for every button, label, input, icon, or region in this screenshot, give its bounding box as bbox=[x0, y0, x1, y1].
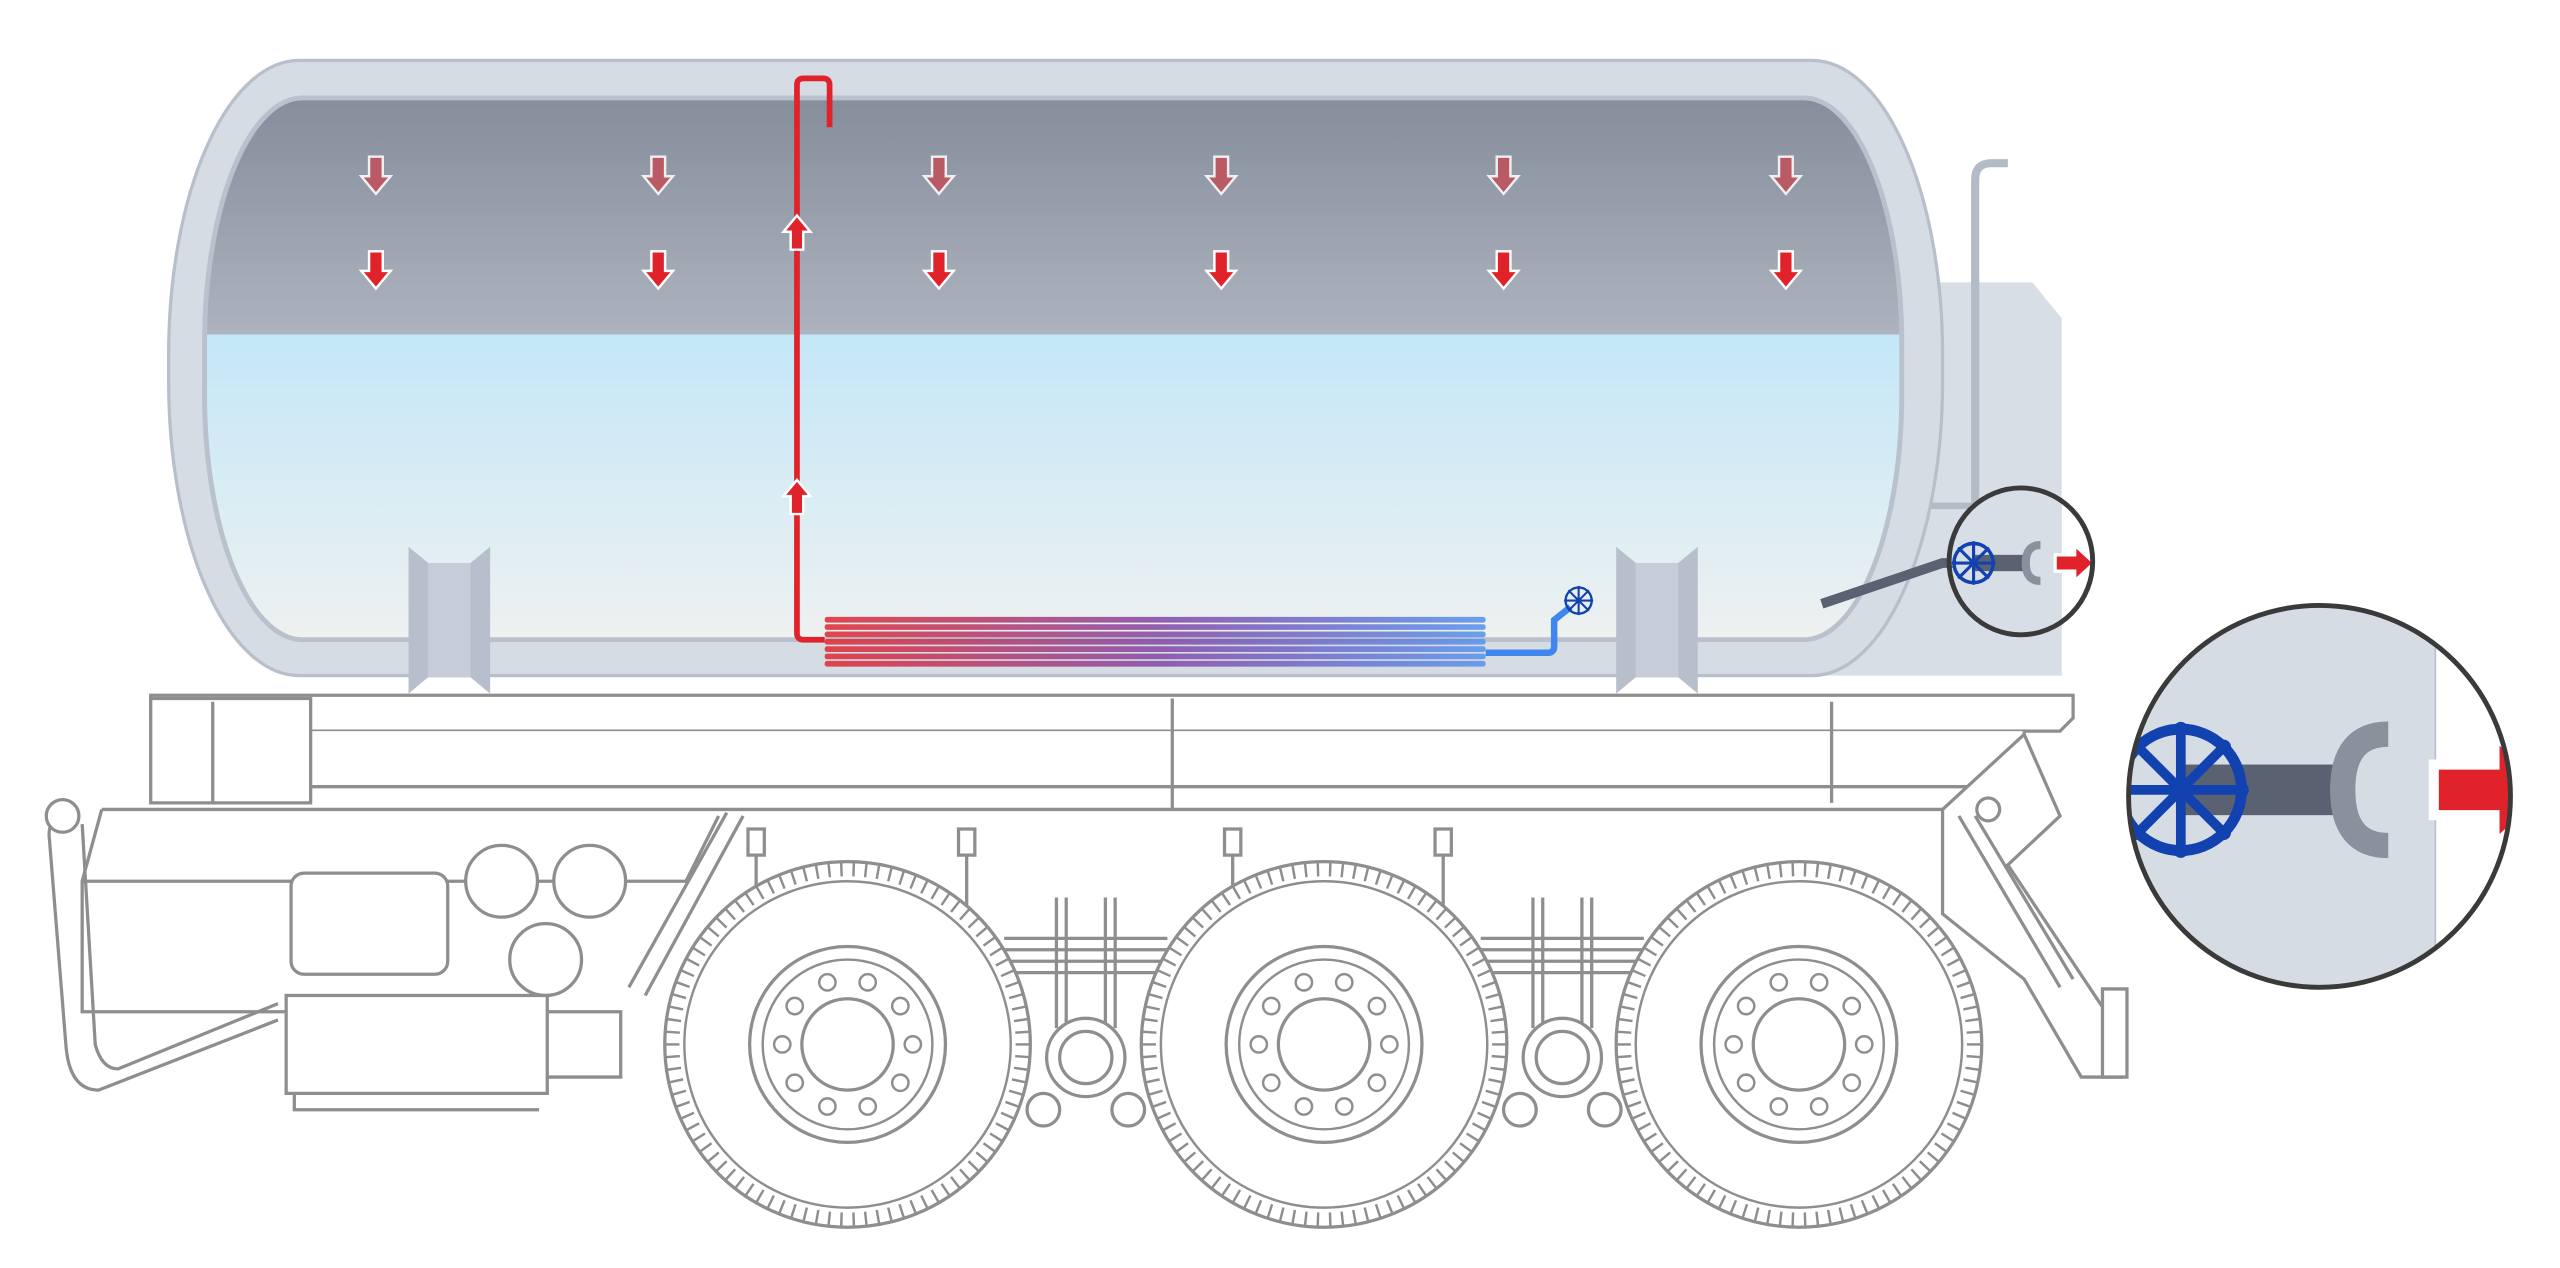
flow-up-arrow-icon bbox=[780, 213, 814, 251]
vapor-space bbox=[204, 97, 1902, 335]
pressure-arrow-icon bbox=[1486, 155, 1521, 196]
lug-nut bbox=[903, 1035, 923, 1054]
lug-nut bbox=[785, 996, 805, 1016]
valve-handwheel-icon bbox=[1951, 541, 1996, 585]
leaf-spring bbox=[1480, 897, 1644, 1128]
pressure-arrow-icon bbox=[640, 250, 676, 291]
outlet-pipe bbox=[1973, 554, 2026, 572]
pressure-arrow-icon bbox=[1486, 250, 1521, 291]
saddle-front bbox=[408, 546, 491, 694]
return-pipe bbox=[1485, 604, 1573, 657]
coil-tube bbox=[824, 616, 1486, 623]
valve-handwheel-icon bbox=[1564, 585, 1594, 616]
hub bbox=[1751, 997, 1847, 1092]
lug-nut bbox=[1367, 1073, 1387, 1093]
coil-tube bbox=[824, 660, 1486, 667]
lug-nut bbox=[858, 972, 878, 992]
valve-handwheel-icon bbox=[1564, 585, 1594, 616]
hub bbox=[1276, 997, 1372, 1092]
pressure-arrow-icon bbox=[1203, 155, 1239, 196]
pressure-arrow-icon bbox=[1203, 250, 1239, 291]
coil-tube bbox=[824, 646, 1486, 652]
lug-nut bbox=[1769, 972, 1789, 992]
lug-nut bbox=[1736, 1073, 1756, 1093]
saddle-rear bbox=[1616, 546, 1698, 694]
pressure-arrow-icon bbox=[640, 155, 676, 196]
heating-coil bbox=[824, 616, 1486, 667]
wheel bbox=[1139, 860, 1509, 1229]
lug-nut bbox=[1379, 1035, 1399, 1054]
lug-nut bbox=[1809, 972, 1829, 992]
pressure-arrow-icon bbox=[921, 250, 957, 291]
lug-nut bbox=[817, 1097, 837, 1116]
lug-nut bbox=[1249, 1035, 1269, 1054]
pressure-arrow-icon bbox=[358, 250, 394, 291]
flow-up-arrow-icon bbox=[780, 478, 814, 516]
lug-nut bbox=[1294, 972, 1314, 992]
lug-nut bbox=[890, 996, 910, 1016]
outlet-flow-arrow-icon bbox=[2053, 541, 2093, 585]
lug-nut bbox=[1367, 996, 1387, 1016]
outlet-flow-arrow-icon bbox=[2428, 722, 2511, 857]
lug-nut bbox=[890, 1073, 910, 1093]
lug-nut bbox=[1294, 1097, 1314, 1116]
lug-nut bbox=[785, 1073, 805, 1093]
rim bbox=[1699, 944, 1899, 1144]
outlet-callout-small bbox=[1946, 485, 2096, 638]
lug-nut bbox=[1334, 972, 1354, 992]
wheel bbox=[663, 860, 1032, 1229]
coil-tube bbox=[824, 624, 1486, 630]
rim bbox=[747, 944, 948, 1144]
riser-arrows bbox=[780, 213, 814, 516]
lug-nut bbox=[817, 972, 837, 992]
wheels bbox=[663, 860, 1984, 1229]
chassis bbox=[44, 693, 2129, 1128]
lug-nut bbox=[858, 1097, 878, 1116]
lug-nut bbox=[1261, 1073, 1281, 1093]
lug-nut bbox=[1809, 1097, 1829, 1116]
coil-tube bbox=[824, 653, 1486, 660]
leaf-spring bbox=[1004, 897, 1168, 1128]
pressure-arrow-icon bbox=[358, 155, 394, 196]
lug-nut bbox=[1769, 1097, 1789, 1116]
pressure-arrow-icon bbox=[921, 155, 957, 196]
outlet-cap bbox=[2021, 540, 2041, 586]
pressure-arrows bbox=[358, 155, 1804, 291]
coil-tube bbox=[824, 638, 1486, 645]
lug-nut bbox=[1854, 1035, 1874, 1054]
coil-tube bbox=[824, 631, 1486, 638]
lug-nut bbox=[772, 1035, 792, 1054]
lug-nut bbox=[1736, 996, 1756, 1016]
lug-nut bbox=[1842, 1073, 1862, 1093]
wheel bbox=[1614, 860, 1984, 1229]
pressure-arrow-icon bbox=[1768, 250, 1804, 291]
lug-nut bbox=[1334, 1097, 1354, 1116]
air-tank bbox=[284, 993, 549, 1096]
lug-nut bbox=[1724, 1035, 1744, 1054]
outlet-cap bbox=[2330, 721, 2389, 859]
outlet-callout-magnified bbox=[2126, 602, 2513, 990]
heat-riser-pipe bbox=[794, 75, 833, 643]
toolbox bbox=[289, 871, 450, 976]
hub bbox=[800, 997, 895, 1092]
rim bbox=[1224, 944, 1424, 1144]
pressure-arrow-icon bbox=[1768, 155, 1804, 196]
lug-nut bbox=[1842, 996, 1862, 1016]
lug-nut bbox=[1261, 996, 1281, 1016]
